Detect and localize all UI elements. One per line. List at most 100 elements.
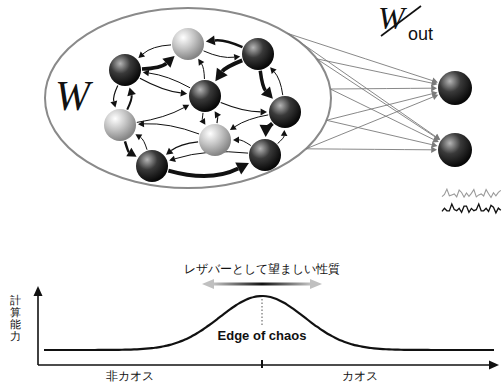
arrowhead <box>431 142 437 148</box>
readout-arrow <box>327 94 432 120</box>
arrowhead <box>162 56 174 68</box>
reservoir-outline <box>45 8 331 188</box>
arrowhead <box>432 94 439 100</box>
arrowhead <box>261 108 267 115</box>
reservoir-arrow <box>125 141 129 152</box>
output-sphere <box>438 133 472 167</box>
reservoir-arrow <box>202 113 204 120</box>
reservoir-arrow <box>127 95 132 109</box>
reservoir-neurons <box>104 28 301 182</box>
arrowhead <box>206 35 216 45</box>
peak-dotted-line <box>262 299 263 325</box>
arrowhead <box>270 67 276 74</box>
readout-arrow <box>306 97 433 149</box>
output-weight-subscript: out <box>408 24 433 45</box>
reservoir-arrow <box>239 140 251 146</box>
arrowhead <box>198 59 204 66</box>
readout-arrow <box>317 59 432 83</box>
arrowhead <box>233 137 239 144</box>
y-axis-arrowhead <box>34 286 43 296</box>
property-label: レザバーとして望ましい性質 <box>184 261 340 278</box>
arrowhead <box>169 156 176 162</box>
reservoir-arrow <box>215 40 243 47</box>
range-arrowhead <box>202 279 214 289</box>
arrowhead <box>259 125 272 137</box>
reservoir-arrow <box>260 71 265 91</box>
arrowhead <box>182 105 189 111</box>
output-weight-symbol: W <box>378 0 405 37</box>
x-axis-label: カオス <box>342 368 378 385</box>
neuron-sphere <box>136 150 168 182</box>
arrowhead <box>166 148 173 155</box>
arrowhead <box>127 87 136 96</box>
neuron-sphere <box>269 96 301 128</box>
output-signal <box>442 204 501 213</box>
arrowhead <box>126 148 136 157</box>
readout-arrow <box>327 120 432 144</box>
edge-of-chaos-label: Edge of chaos <box>218 328 307 343</box>
arrowhead <box>143 70 149 77</box>
arrowhead <box>235 163 249 175</box>
reservoir-connections <box>110 35 287 176</box>
capability-curve <box>44 296 494 350</box>
y-axis <box>37 294 39 365</box>
reservoir-arrow <box>274 72 283 95</box>
neuron-sphere <box>249 139 281 171</box>
arrowhead <box>431 80 437 86</box>
arrowhead <box>180 89 187 96</box>
reservoir-arrow <box>143 45 171 54</box>
readout-arrow <box>330 88 431 90</box>
neuron-sphere <box>189 80 221 112</box>
readout-arrow <box>330 89 433 140</box>
reservoir-arrow <box>278 136 285 144</box>
reservoir-arrow <box>114 85 118 101</box>
readout-connections <box>288 33 441 153</box>
reservoir-arrow <box>137 108 184 123</box>
x-axis <box>38 364 490 366</box>
neuron-sphere <box>199 124 231 156</box>
arrowhead <box>138 121 144 128</box>
arrowhead <box>215 68 227 82</box>
x-axis-label: 非カオス <box>106 368 154 385</box>
axis-tick <box>261 360 263 368</box>
output-sphere <box>438 71 472 105</box>
output-signal <box>442 189 501 197</box>
arrowhead <box>110 101 117 108</box>
reservoir-arrow <box>217 117 218 124</box>
arrowhead <box>431 147 437 153</box>
arrowhead <box>215 111 221 118</box>
neuron-sphere <box>172 28 204 60</box>
weight-symbol: W <box>55 72 90 120</box>
arrowhead <box>281 130 288 136</box>
output-neurons <box>438 71 472 167</box>
reservoir-arrow <box>168 169 238 177</box>
arrowhead <box>230 124 237 130</box>
y-axis-label: 計算能力 <box>10 294 21 342</box>
reservoir-arrow <box>149 73 190 88</box>
reservoir-arrow <box>144 124 199 134</box>
range-arrowhead <box>310 279 322 289</box>
readout-arrow <box>306 148 431 150</box>
readout-arrow <box>317 59 435 137</box>
arrowhead <box>431 85 437 91</box>
reservoir-arrow <box>204 51 235 58</box>
arrowhead <box>261 86 273 98</box>
readout-arrow <box>288 33 436 136</box>
neuron-sphere <box>109 54 141 86</box>
reservoir-arrow <box>221 102 261 111</box>
arrowhead <box>199 118 205 125</box>
reservoir-arrow <box>142 63 166 69</box>
arrowhead <box>135 134 142 140</box>
reservoir-arrow <box>171 142 198 151</box>
arrowhead <box>432 137 439 143</box>
arrowhead <box>138 52 145 58</box>
neuron-sphere <box>242 38 274 70</box>
range-arrow-shaft <box>212 283 312 286</box>
reservoir-arrow <box>202 64 205 79</box>
reservoir-arrow <box>222 60 242 71</box>
reservoir-arrow <box>235 115 268 127</box>
neuron-sphere <box>104 109 136 141</box>
reservoir-arrow <box>141 137 147 149</box>
